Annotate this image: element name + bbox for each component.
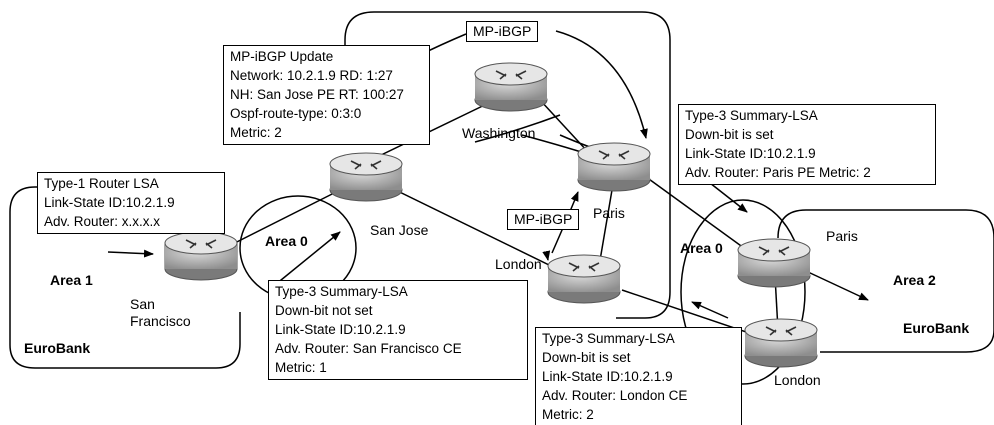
box-line: Type-1 Router LSA [44,176,159,191]
box-line: NH: San Jose PE RT: 100:27 [230,87,404,102]
label-line: Francisco [130,313,191,329]
box-line: Adv. Router: Paris PE Metric: 2 [685,165,871,180]
mp-ibgp-top-label: MP-iBGP [466,21,539,42]
box-line: Link-State ID:10.2.1.9 [685,146,816,161]
eurobank-right-label: EuroBank [903,320,970,336]
router-paris-pe-icon [577,142,651,192]
area0-right-ellipse [680,199,806,385]
mp-ibgp-update-box: MP-iBGP Update Network: 10.2.1.9 RD: 1:2… [223,45,430,145]
box-line: Metric: 2 [230,125,282,140]
area1-boundary [9,186,241,369]
mp-ibgp-mid-text: MP-iBGP [514,211,573,227]
box-line: Adv. Router: London CE [542,388,688,403]
box-line: Adv. Router: x.x.x.x [44,214,161,229]
router-san-jose-icon [329,152,403,202]
box-line: Metric: 2 [542,407,594,422]
san-jose-label: San Jose [370,222,429,238]
box-line: Link-State ID:10.2.1.9 [275,322,406,337]
router-london-pe-icon [547,254,621,304]
eurobank-left-label: EuroBank [24,340,91,356]
box-line: Link-State ID:10.2.1.9 [542,369,673,384]
core-boundary [344,11,671,319]
type1-router-lsa-box: Type-1 Router LSA Link-State ID:10.2.1.9… [37,172,225,234]
router-washington-icon [474,62,548,112]
box-line: Down-bit is set [542,350,631,365]
mp-ibgp-mid-label: MP-iBGP [507,209,580,230]
box-line: Ospf-route-type: 0:3:0 [230,106,362,121]
area2-boundary [777,209,994,353]
box-line: Type-3 Summary-LSA [542,331,675,346]
box-line: Adv. Router: San Francisco CE [275,341,462,356]
london-pe-label: London [495,256,542,272]
box-line: Link-State ID:10.2.1.9 [44,195,175,210]
router-paris-ce-icon [737,238,811,288]
router-san-francisco-icon [164,231,238,281]
washington-label: Washington [462,125,536,141]
area0-left-label: Area 0 [265,233,308,249]
type3-summary-lsa-sf-box: Type-3 Summary-LSA Down-bit not set Link… [268,280,528,380]
box-line: MP-iBGP Update [230,49,334,64]
type3-summary-lsa-paris-box: Type-3 Summary-LSA Down-bit is set Link-… [678,104,936,185]
box-line: Down-bit not set [275,303,373,318]
box-line: Type-3 Summary-LSA [685,108,818,123]
area0-right-label: Area 0 [680,240,723,256]
router-london-ce-icon [744,318,818,368]
paris-ce-label: Paris [826,228,858,244]
box-line: Type-3 Summary-LSA [275,284,408,299]
box-line: Network: 10.2.1.9 RD: 1:27 [230,68,393,83]
area1-label: Area 1 [50,272,93,288]
mp-ibgp-top-text: MP-iBGP [473,23,532,39]
box-line: Metric: 1 [275,360,327,375]
box-line: Down-bit is set [685,127,774,142]
london-ce-label: London [774,372,821,388]
area2-label: Area 2 [893,272,936,288]
type3-summary-lsa-london-box: Type-3 Summary-LSA Down-bit is set Link-… [535,327,742,425]
label-line: San [130,296,155,312]
paris-pe-label: Paris [593,205,625,221]
san-francisco-label: San Francisco [130,296,191,330]
